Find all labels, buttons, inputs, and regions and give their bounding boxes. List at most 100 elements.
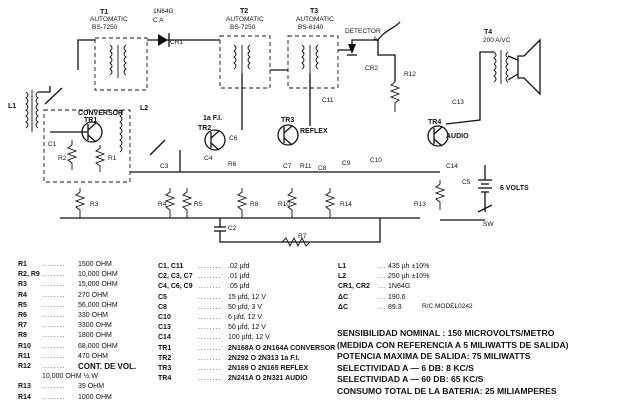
- list-item: C14........100 µfd, 12 V: [158, 334, 270, 342]
- t2-shield-box: [219, 35, 271, 89]
- t4-label: T4: [484, 29, 492, 36]
- list-item: TR1........2N168A O 2N164A CONVERSOR: [158, 344, 336, 352]
- l1-label: L1: [8, 103, 16, 110]
- cr2-diode: [348, 44, 356, 54]
- audio-label: AUDIO: [446, 133, 469, 140]
- list-item: TR2........2N292 O 2N313 1a F.I.: [158, 354, 300, 362]
- spec-line: SELECTIVIDAD A — 60 DB: 65 KC/S: [337, 374, 484, 385]
- speaker: [517, 38, 541, 96]
- r3-resistor: [74, 188, 86, 218]
- l1-coil: [25, 90, 39, 132]
- c2-label: C2: [228, 225, 237, 232]
- spec-line: CONSUMO TOTAL DE LA BATERIA: 25 MILIAMPE…: [337, 385, 557, 396]
- t4-coils: [493, 50, 509, 84]
- r12-potentiometer: [389, 81, 401, 112]
- tr1-label: TR1: [84, 117, 97, 124]
- wire-t3-cr2: [338, 39, 396, 82]
- list-item: R3........15,000 OHM: [18, 281, 118, 289]
- r14-label: R14: [340, 201, 352, 208]
- c9-label: C9: [342, 160, 351, 167]
- tr4-transistor: [427, 125, 449, 147]
- switch: [477, 204, 493, 213]
- list-item: C5........15 µfd, 12 V: [158, 293, 266, 301]
- c14-label: C14: [446, 163, 458, 170]
- volts-label: 6 VOLTS: [500, 185, 529, 192]
- cr1-diode-label: 1N64G: [153, 8, 174, 15]
- spec-line: POTENCIA MAXIMA DE SALIDA: 75 MILIWATTS: [337, 351, 531, 362]
- list-item: TR4........2N241A O 2N321 AUDIO: [158, 375, 308, 383]
- list-item: R13........39 OHM: [18, 383, 105, 391]
- r6-label: R6: [228, 161, 237, 168]
- sw-label: SW: [483, 221, 494, 228]
- list-item: TR3........2N169 O 2N165 REFLEX: [158, 365, 309, 373]
- detector-label: DETECTOR: [345, 28, 381, 35]
- list-item: 10,000 OHM ½ W: [42, 373, 99, 381]
- c11-label: C11: [322, 97, 334, 104]
- c6-label: C6: [229, 135, 238, 142]
- spec-line: SELECTIVIDAD A — 6 DB: 8 KC/S: [337, 362, 474, 373]
- t2-model: BS-7250: [230, 24, 256, 31]
- list-item: R14........1000 OHM: [18, 393, 112, 401]
- list-item: ΔC...89.3: [338, 303, 402, 311]
- c10-label: C10: [370, 157, 382, 164]
- list-item: C1, C11.........02 µfd: [158, 263, 250, 270]
- list-item: R6........330 OHM: [18, 312, 108, 320]
- t2-type: AUTOMATIC: [226, 16, 264, 23]
- r7-label: R7: [298, 233, 307, 240]
- coil-list: L1...435 µh ±10% L2...250 µh ±10% CR1, C…: [338, 262, 429, 313]
- conversor-shield-box: [43, 109, 131, 183]
- tr4-label: TR4: [428, 119, 441, 126]
- list-item: L1...435 µh ±10%: [338, 263, 430, 270]
- t1-type: AUTOMATIC: [90, 16, 128, 23]
- coil-note: R/C MODEL0242: [422, 303, 473, 310]
- cr1-label: CR1: [170, 39, 183, 46]
- wire-top: [77, 39, 95, 70]
- tr2-label: TR2: [198, 125, 211, 132]
- list-item: L2...250 µh ±10%: [338, 273, 430, 281]
- r14-resistor: [324, 188, 336, 218]
- list-item: C8........50 µfd, 3 V: [158, 303, 262, 311]
- t3-shield-box: [287, 35, 339, 89]
- cr2-label: CR2: [365, 65, 378, 72]
- fi-label: 1a F.I.: [203, 115, 222, 122]
- list-item: C10........6 µfd, 12 V: [158, 314, 262, 322]
- list-item: R10........68,000 OHM: [18, 342, 118, 350]
- tr2-transistor: [204, 129, 226, 151]
- r13-label: R13: [414, 201, 426, 208]
- tr3-label: TR3: [281, 117, 294, 124]
- c5-label: C5: [462, 179, 471, 186]
- t1-shield-box: [94, 37, 148, 91]
- r12-label: R12: [404, 71, 416, 78]
- tr3-transistor: [277, 124, 299, 146]
- detector-probe: [377, 21, 401, 41]
- r10-resistor: [286, 188, 298, 218]
- c4-label: C4: [204, 155, 213, 162]
- c13-label: C13: [452, 99, 464, 106]
- list-item: ΔC...190.6: [338, 293, 406, 301]
- r4-resistor: [164, 188, 176, 218]
- r5-resistor: [181, 188, 193, 218]
- r4-label: R4: [158, 201, 167, 208]
- l2-label: L2: [140, 105, 148, 112]
- reflex-label: REFLEX: [300, 128, 328, 135]
- t1-coils: [109, 44, 127, 78]
- spec-line: (MEDIDA CON REFERENCIA A 5 MILIWATTS DE …: [337, 339, 569, 350]
- l2-coil: [119, 109, 123, 153]
- cr1-diode: [158, 34, 168, 46]
- t1-label: T1: [100, 9, 108, 16]
- conversor-label: CONVERSOR: [78, 110, 123, 117]
- r8-resistor: [236, 188, 248, 218]
- r11-label: R11: [300, 163, 312, 170]
- t1-model: BS-7250: [92, 24, 118, 31]
- r5-label: R5: [194, 201, 203, 208]
- c1-label: C1: [48, 141, 57, 148]
- t3-coils: [301, 44, 319, 74]
- t3-type: AUTOMATIC: [296, 16, 334, 23]
- r1-resistor: [94, 145, 106, 172]
- list-item: R8........1800 OHM: [18, 332, 112, 340]
- c8-label: C8: [318, 165, 327, 172]
- r3-label: R3: [90, 201, 99, 208]
- list-item: R1........1500 OHM: [18, 261, 112, 268]
- c3-label: C3: [160, 163, 169, 170]
